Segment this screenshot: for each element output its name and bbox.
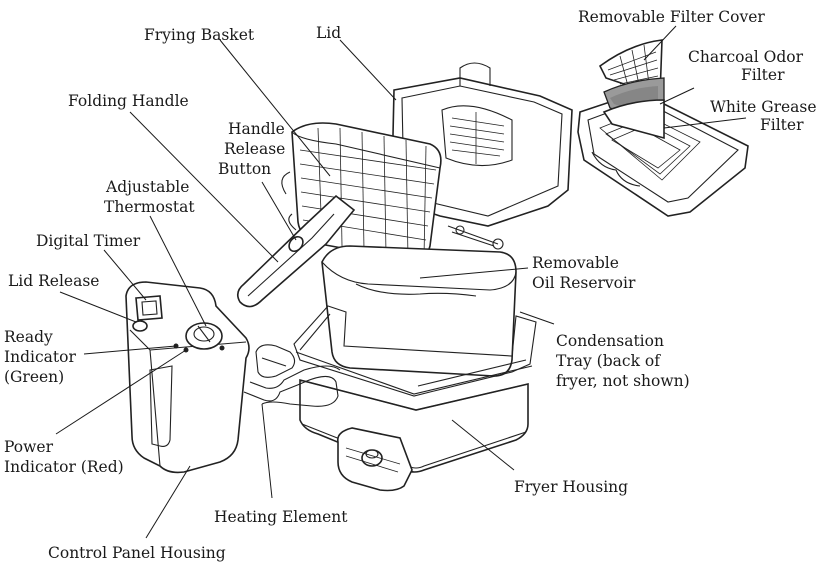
leader-folding-handle [129,111,279,263]
leader-adjustable-thermostat [149,215,207,327]
leader-fryer-housing [451,419,515,471]
leader-charcoal-odor-filter [659,87,695,105]
leader-ready-indicator [83,345,177,355]
label-lid-release: Lid Release [8,272,99,290]
folding-handle-drawing [236,194,356,308]
fryer-housing-drawing [299,378,529,492]
label-fryer-housing: Fryer Housing [514,478,628,496]
leader-removable-filter-cover [643,25,677,61]
leader-removable-oil-reservoir [419,267,529,279]
label-adjustable-thermostat-line2: Thermostat [104,198,195,216]
white-grease-filter [602,99,665,140]
label-digital-timer: Digital Timer [36,232,141,250]
leader-heating-element [261,403,273,499]
control-panel-housing-drawing [125,281,250,474]
label-condensation-tray-line1: Condensation [556,332,664,350]
leader-power-indicator [55,349,187,435]
label-charcoal-odor-filter-line2: Filter [741,66,785,84]
label-adjustable-thermostat-line1: Adjustable [105,178,189,196]
label-heating-element: Heating Element [214,508,348,526]
label-ready-indicator-line3: (Green) [4,368,64,386]
label-white-grease-filter-line1: White Grease [710,98,817,116]
label-power-indicator-line2: Indicator (Red) [4,458,124,476]
labels: Removable Filter Cover Charcoal Odor Fil… [4,8,817,562]
oil-reservoir-drawing [321,245,517,377]
leader-lines [55,25,747,539]
label-condensation-tray-line2: Tray (back of [556,352,661,370]
label-removable-oil-reservoir-line2: Oil Reservoir [532,274,636,292]
label-removable-filter-cover: Removable Filter Cover [578,8,765,26]
label-ready-indicator-line1: Ready [4,328,53,346]
label-power-indicator-line1: Power [4,438,54,456]
leader-control-panel-housing [145,465,191,539]
condensation-tray-drawing [293,305,537,397]
label-white-grease-filter-line2: Filter [760,116,804,134]
label-charcoal-odor-filter-line1: Charcoal Odor [688,48,804,66]
label-folding-handle: Folding Handle [68,92,189,110]
label-handle-release-button-line3: Button [218,160,271,178]
label-frying-basket: Frying Basket [144,26,255,44]
leader-frying-basket [219,39,331,177]
heating-element-drawing [243,344,341,407]
leader-lid-release [59,291,137,323]
leader-handle-release-button [261,181,297,241]
filter-inset [577,39,749,217]
leader-lid [339,39,397,101]
label-removable-oil-reservoir-line1: Removable [532,254,619,272]
label-lid: Lid [316,24,341,42]
label-ready-indicator-line2: Indicator [4,348,76,366]
leader-condensation-tray [519,311,555,325]
leader-white-grease-filter [663,117,747,129]
label-handle-release-button-line2: Release [224,140,285,158]
label-condensation-tray-line3: fryer, not shown) [556,372,690,390]
label-handle-release-button-line1: Handle [228,120,285,138]
leader-digital-timer [103,249,147,301]
label-control-panel-housing: Control Panel Housing [48,544,226,562]
